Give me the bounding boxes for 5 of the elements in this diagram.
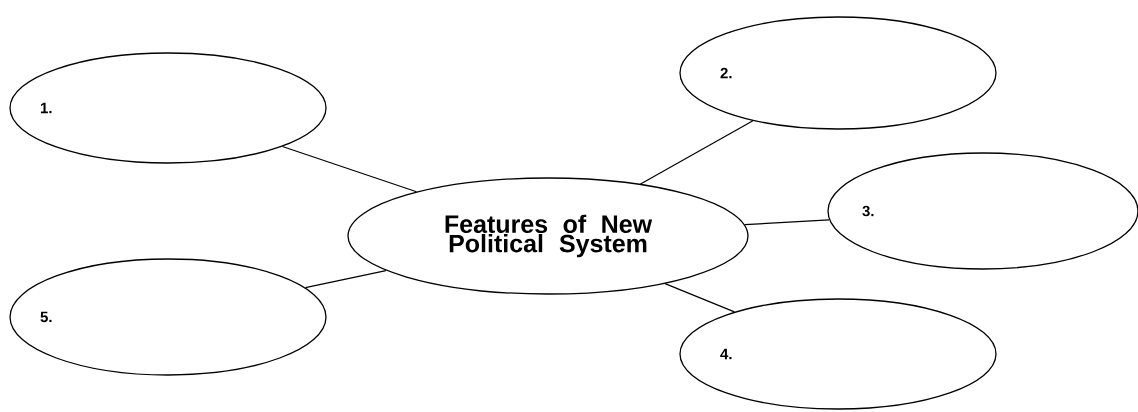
connector-line [664, 283, 735, 313]
connector-line [304, 269, 387, 289]
connector-line [744, 219, 830, 226]
connector-line [639, 120, 754, 185]
connector-line [281, 145, 418, 193]
